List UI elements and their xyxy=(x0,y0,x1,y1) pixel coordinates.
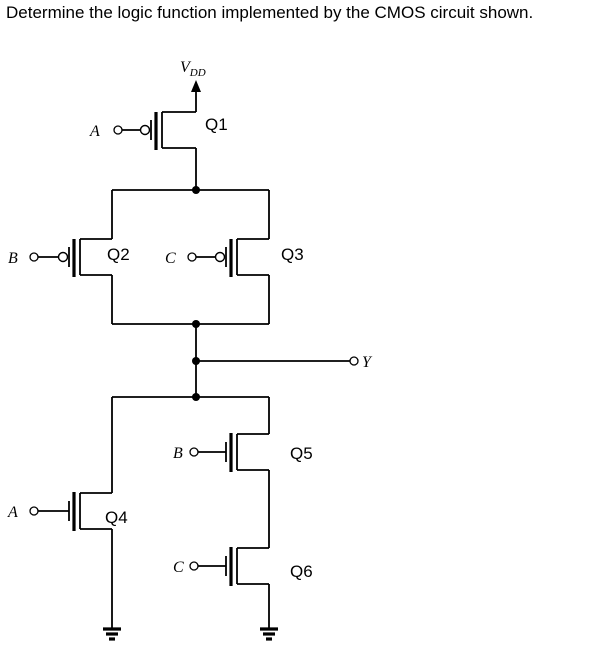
ground-left-icon xyxy=(103,627,121,641)
q3-label: Q3 xyxy=(281,245,304,264)
vdd-arrow-icon xyxy=(191,80,201,92)
q6-label: Q6 xyxy=(290,562,313,581)
q4-label: Q4 xyxy=(105,508,128,527)
q2-gate-bubble xyxy=(57,251,69,263)
ground-right-icon xyxy=(260,627,278,641)
transistor-q1: A Q1 xyxy=(89,111,228,190)
output-label: Y xyxy=(362,354,373,371)
transistor-q6: C Q6 xyxy=(173,547,313,586)
vdd-supply: VDD xyxy=(180,59,206,112)
output-y: Y xyxy=(196,354,373,371)
input-b-terminal xyxy=(29,252,39,262)
q4-input-terminal xyxy=(29,506,39,516)
input-c-terminal xyxy=(187,252,197,262)
transistor-q5: B Q5 xyxy=(173,433,313,472)
q1-label: Q1 xyxy=(205,115,228,134)
q2-label: Q2 xyxy=(107,245,130,264)
q5-input-label: B xyxy=(173,445,183,462)
input-a-terminal xyxy=(113,125,123,135)
q5-label: Q5 xyxy=(290,444,313,463)
q5-input-terminal xyxy=(189,447,199,457)
q3-gate-bubble xyxy=(214,251,226,263)
q6-input-label: C xyxy=(173,559,184,576)
q4-input-label: A xyxy=(7,504,18,521)
q2-input-label: B xyxy=(8,250,18,267)
transistor-q2: B Q2 xyxy=(8,238,130,324)
transistor-q3: C Q3 xyxy=(165,238,304,324)
output-y-terminal xyxy=(349,356,359,366)
transistor-q4: A Q4 xyxy=(7,492,128,531)
q3-input-label: C xyxy=(165,250,176,267)
q1-gate-bubble xyxy=(139,124,151,136)
question-text: Determine the logic function implemented… xyxy=(6,3,534,22)
q6-input-terminal xyxy=(189,561,199,571)
vdd-label: VDD xyxy=(180,59,206,79)
q1-input-label: A xyxy=(89,123,100,140)
